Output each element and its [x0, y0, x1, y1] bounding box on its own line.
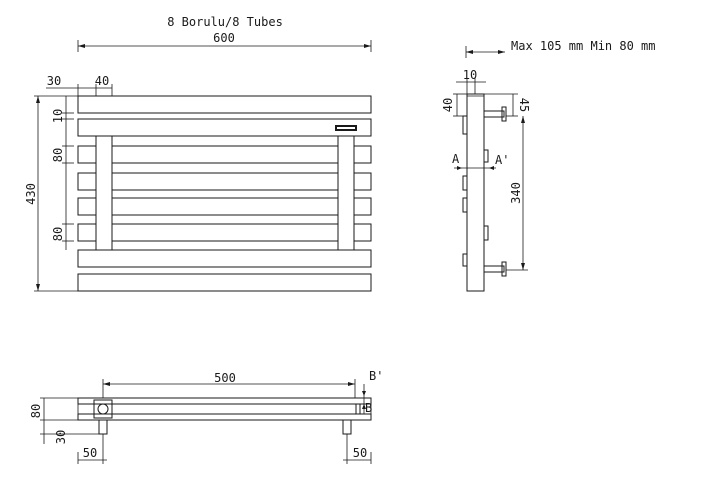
right-leg	[342, 419, 352, 435]
tube-3	[77, 145, 372, 164]
dim-upper-spacing: 80	[51, 148, 65, 162]
dim-bottom-left-offset: 50	[83, 446, 97, 460]
dim-side-bracket: 45	[517, 98, 531, 112]
lower-bracket	[483, 265, 505, 273]
dim-lower-spacing: 80	[51, 227, 65, 241]
dim-bottom-right-offset: 50	[353, 446, 367, 460]
section-mark-b: B	[365, 401, 372, 415]
section-mark-a: A	[452, 152, 460, 166]
dim-left-offset: 30	[47, 74, 61, 88]
tube-1	[77, 95, 372, 114]
tube-7	[77, 249, 372, 268]
tube-5	[77, 197, 372, 216]
right-post	[337, 135, 355, 251]
dim-bottom-span: 500	[214, 371, 236, 385]
dim-bottom-height-lower: 30	[54, 430, 68, 444]
side-profile	[466, 93, 485, 292]
dim-depth-range: Max 105 mm Min 80 mm	[511, 39, 656, 53]
section-mark-b-prime: B'	[369, 369, 383, 383]
tube-8	[77, 273, 372, 292]
side-view: Max 105 mm Min 80 mm 10 A A' 40	[441, 39, 656, 292]
dim-front-height: 430	[24, 183, 38, 205]
left-leg	[98, 419, 108, 435]
bottom-plate-upper	[77, 397, 372, 405]
drawing-title: 8 Borulu/8 Tubes	[167, 15, 283, 29]
valve-icon	[97, 403, 109, 415]
dim-bottom-height-upper: 80	[29, 404, 43, 418]
dim-side-height: 340	[509, 182, 523, 204]
dim-side-wall-gap: 10	[463, 68, 477, 82]
dim-side-top: 40	[441, 98, 455, 112]
left-post	[95, 135, 113, 251]
tube-4	[77, 172, 372, 191]
upper-bracket	[483, 110, 505, 118]
bottom-plate-lower	[77, 413, 372, 421]
dim-front-width: 600	[213, 31, 235, 45]
dim-post-width: 40	[95, 74, 109, 88]
section-mark-a-prime: A'	[495, 153, 509, 167]
dim-top-gap: 10	[51, 109, 65, 123]
tube-6	[77, 223, 372, 242]
front-view: 600 30 40 430 10 80 80	[24, 31, 372, 292]
tube-2	[77, 118, 372, 137]
bottom-view: 500 B' B 80 30 50 50	[29, 369, 383, 464]
